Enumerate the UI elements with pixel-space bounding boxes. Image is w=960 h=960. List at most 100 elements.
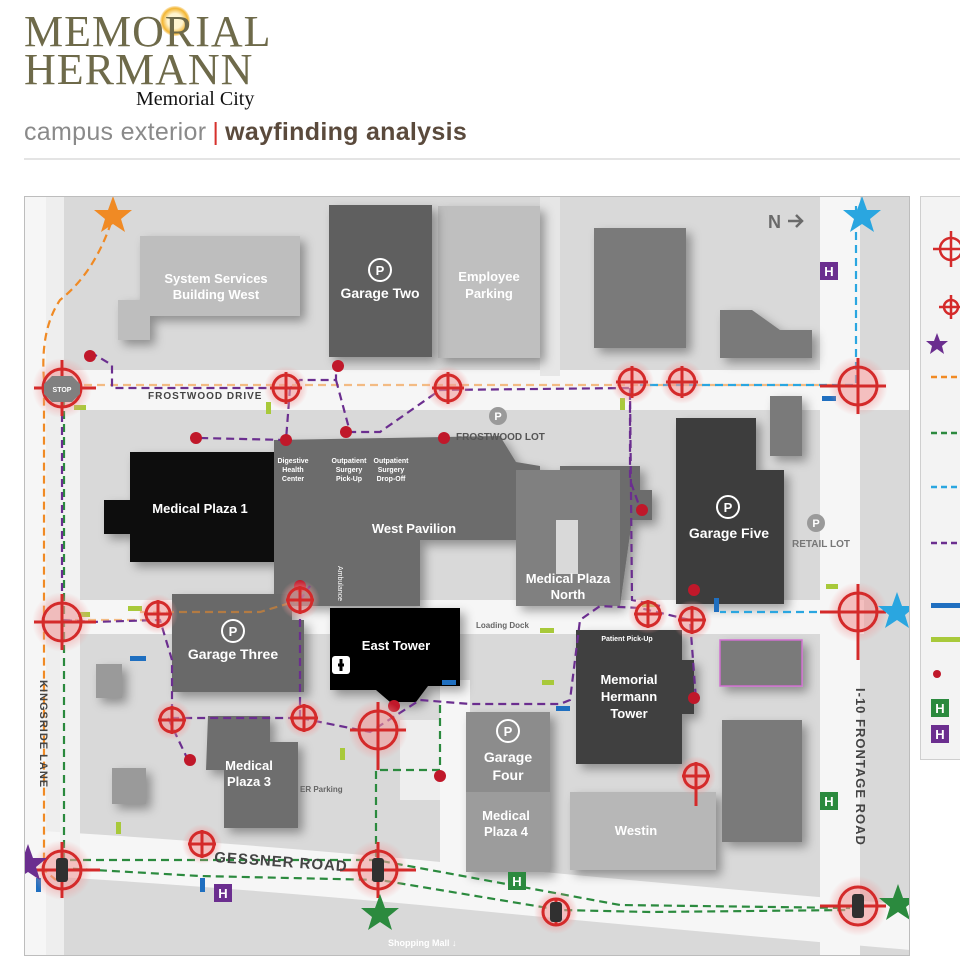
logo-subtitle: Memorial City <box>136 88 255 110</box>
system-services-label-2: Building West <box>173 287 260 302</box>
frontage-road-label: I-10 FRONTAGE ROAD <box>853 688 868 846</box>
outpatient-pickup-label-3: Pick-Up <box>336 476 362 483</box>
small-west-building <box>112 768 146 804</box>
stop-label: STOP <box>53 387 72 394</box>
memorial-hermann-logo: MEMORIAL HERMANN Memorial City <box>24 6 294 111</box>
medical-plaza-3-label-2: Plaza 3 <box>227 774 271 789</box>
orange-star-icon <box>94 196 132 232</box>
medical-plaza-3-label-1: Medical <box>225 758 273 773</box>
garage-four-building <box>466 712 550 792</box>
medical-plaza-1-building <box>104 452 274 562</box>
west-small-building <box>96 664 122 698</box>
outpatient-pickup-label-1: Outpatient <box>332 458 368 465</box>
legend-icons: H H <box>926 231 960 743</box>
legend-green-sign <box>931 637 960 642</box>
north-lot-building <box>594 228 686 348</box>
purple-h-icon: H <box>824 264 833 279</box>
garage-five-parking-icon <box>716 495 740 519</box>
westin-label: Westin <box>615 823 657 838</box>
legend-red-dot <box>933 670 941 678</box>
employee-parking-label-1: Employee <box>458 269 519 284</box>
legend-star-icon <box>926 333 948 354</box>
legend-green-h-text: H <box>935 701 944 716</box>
heading-separator: | <box>212 118 220 146</box>
green-star-icon <box>361 894 399 930</box>
small-east-building <box>770 396 802 456</box>
mh-tower-label-3: Tower <box>610 706 647 721</box>
employee-parking-label-2: Parking <box>465 286 513 301</box>
ambulance-label: Ambulance <box>336 566 343 601</box>
mpn-courtyard <box>556 520 578 574</box>
er-parking-label: ER Parking <box>300 785 343 794</box>
outpatient-pickup-label-2: Surgery <box>336 467 363 474</box>
system-services-label-1: System Services <box>164 271 267 286</box>
legend-green-h-icon <box>931 699 949 717</box>
medical-plaza-north-label-1: Medical Plaza <box>526 571 611 586</box>
mh-tower-label-2: Hermann <box>601 689 657 704</box>
southeast-building <box>722 720 802 842</box>
frostwood-lot-p: P <box>494 411 501 423</box>
garage-two-p: P <box>376 263 385 278</box>
header-divider <box>24 158 960 160</box>
garage-four-parking-icon <box>496 719 520 743</box>
loading-dock-label: Loading Dock <box>476 621 529 630</box>
medical-plaza-3-building <box>206 716 298 828</box>
garage-five-p: P <box>724 500 733 515</box>
purple-star-icon <box>24 844 47 880</box>
medical-plaza-4-label-2: Plaza 4 <box>484 824 529 839</box>
retail-lot-label: RETAIL LOT <box>792 539 850 550</box>
garage-three-p: P <box>229 624 238 639</box>
logo-line-2: HERMANN <box>24 45 254 94</box>
garage-four-p: P <box>504 724 513 739</box>
west-pavilion-label: West Pavilion <box>372 521 456 536</box>
emergency-cross-icon <box>338 659 344 671</box>
heading-campus-exterior: campus exterior <box>24 118 207 146</box>
intersection-nodes <box>32 356 888 936</box>
heading-wayfinding-analysis: wayfinding analysis <box>225 118 468 146</box>
medical-plaza-1-label: Medical Plaza 1 <box>152 501 247 516</box>
digestive-label-2: Health <box>282 467 303 474</box>
frostwood-lot-parking-icon <box>489 407 507 425</box>
blue-star-icon <box>843 196 881 232</box>
westin-building <box>570 792 716 870</box>
medical-plaza-4-building <box>466 792 550 872</box>
entry-stars <box>24 196 910 930</box>
garage-five-label: Garage Five <box>689 525 769 541</box>
legend-blue-sign <box>931 603 960 608</box>
retail-lot-parking-icon <box>807 514 825 532</box>
patient-pickup-label: Patient Pick-Up <box>601 636 652 643</box>
northeast-building <box>720 310 812 358</box>
green-star-east-icon <box>879 884 910 920</box>
north-label: N <box>768 212 781 232</box>
digestive-label-1: Digestive <box>277 458 308 465</box>
shopping-mall-label: Shopping Mall ↓ <box>388 938 457 948</box>
legend-panel: H H <box>920 196 960 760</box>
garage-five-building <box>676 418 784 604</box>
green-h-icon: H <box>824 794 833 809</box>
frostwood-lot-label: FROSTWOOD LOT <box>456 432 545 443</box>
frostwood-drive-label: FROSTWOOD DRIVE <box>148 391 262 402</box>
east-tower-label: East Tower <box>362 638 430 653</box>
outpatient-dropoff-label-3: Drop-Off <box>377 476 406 483</box>
retail-lot-p: P <box>812 518 819 530</box>
medical-plaza-north-label-2: North <box>551 587 586 602</box>
outpatient-dropoff-label-1: Outpatient <box>374 458 410 465</box>
garage-two-parking-icon <box>368 258 392 282</box>
purple-h-icon-south: H <box>218 886 227 901</box>
garage-four-label-2: Four <box>492 767 524 783</box>
east-tower-building <box>330 608 460 702</box>
mh-tower-label-1: Memorial <box>600 672 657 687</box>
logo-line-1: MEMORIAL <box>24 7 272 56</box>
garage-two-label: Garage Two <box>340 285 419 301</box>
map-border <box>24 196 910 956</box>
legend-purple-h-text: H <box>935 727 944 742</box>
garage-three-parking-icon <box>221 619 245 643</box>
medical-plaza-4-label-1: Medical <box>482 808 530 823</box>
outpatient-dropoff-label-2: Surgery <box>378 467 405 474</box>
hospital-signs: H H H H <box>214 262 838 902</box>
digestive-label-3: Center <box>282 476 304 483</box>
page-heading: campus exterior|wayfinding analysis <box>24 118 467 147</box>
garage-four-label-1: Garage <box>484 749 532 765</box>
green-h-icon-south: H <box>512 874 521 889</box>
memorial-hermann-tower-building <box>576 630 694 764</box>
